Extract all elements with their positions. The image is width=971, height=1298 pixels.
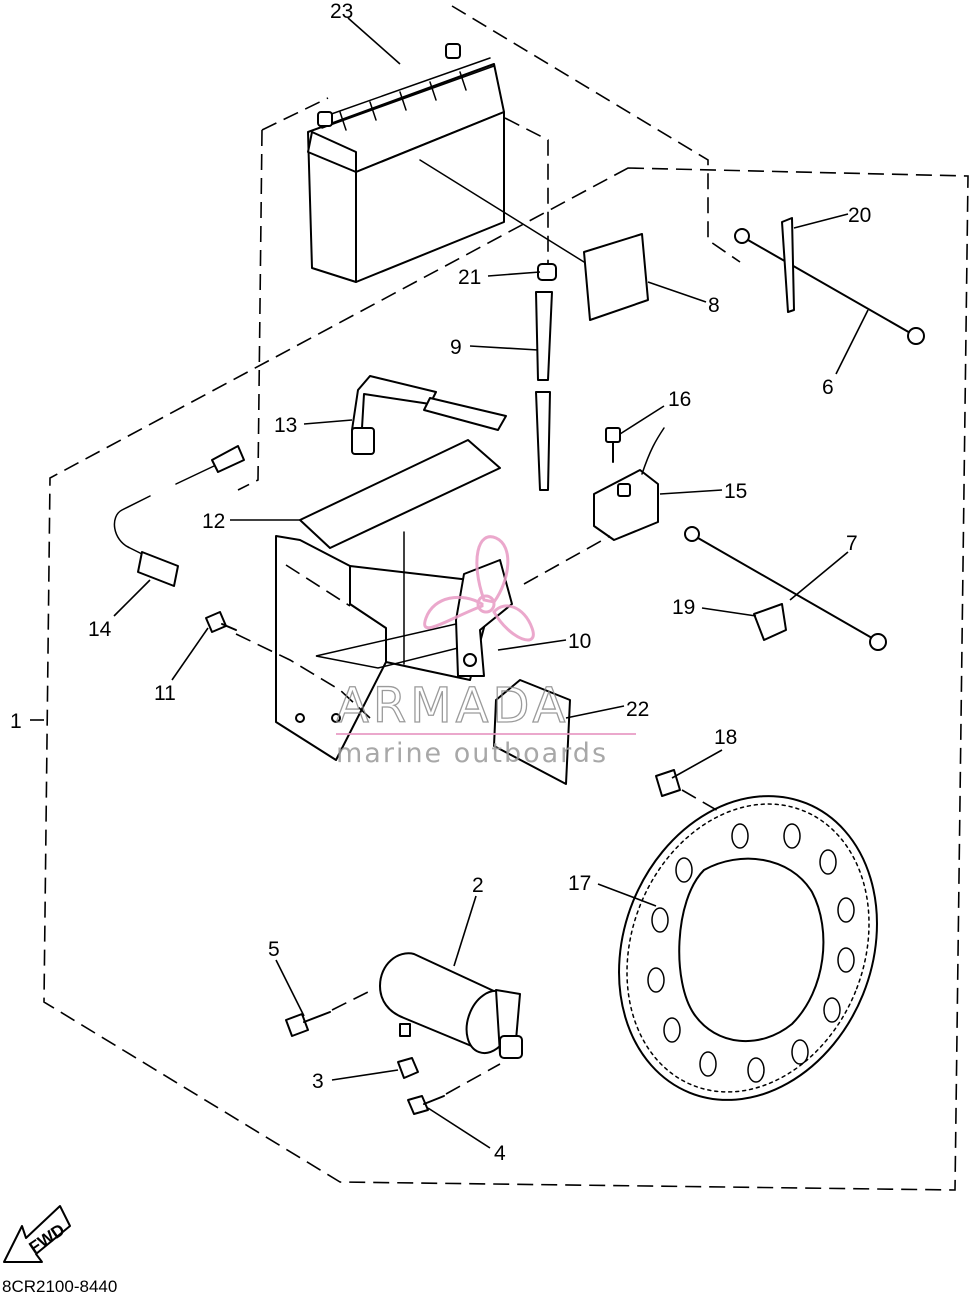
ring-gear-bolt — [655, 769, 681, 797]
watermark: ARMADA marine outboards — [335, 535, 636, 769]
diagram-code: 8CR2100-8440 — [2, 1277, 117, 1296]
watermark-brand: ARMADA — [336, 678, 569, 734]
battery-terminal-pos — [317, 111, 333, 127]
battery-box — [275, 531, 487, 761]
starter-motor — [379, 952, 523, 1059]
battery-band — [351, 375, 507, 455]
callout-5: 5 — [268, 938, 280, 961]
callout-14: 14 — [88, 618, 112, 641]
battery-terminal-neg — [445, 43, 461, 59]
callout-3: 3 — [312, 1070, 324, 1093]
callout-21: 21 — [458, 266, 481, 289]
callout-4: 4 — [494, 1142, 506, 1165]
sensor-connector — [137, 551, 179, 587]
leader-lines — [30, 17, 869, 1149]
box-bolt — [205, 611, 237, 633]
battery — [307, 43, 505, 283]
motor-bolt-short — [407, 1095, 429, 1115]
gear-holes — [647, 823, 855, 1083]
cover-plate — [493, 679, 571, 785]
motor-terminal — [399, 1023, 411, 1037]
battery-group-boundary — [237, 5, 741, 491]
assembly-links — [235, 535, 721, 1095]
callout-11: 11 — [154, 682, 176, 705]
callout-8: 8 — [708, 294, 720, 317]
callout-9: 9 — [450, 336, 462, 359]
wire-clamp — [781, 217, 795, 313]
relay-bolt — [605, 427, 621, 443]
motor-fasteners — [285, 1011, 445, 1115]
ring-gear — [618, 795, 878, 1101]
callout-23: 23 — [330, 0, 353, 23]
lead-cap — [753, 603, 787, 641]
callout-20: 20 — [848, 204, 871, 227]
callout-2: 2 — [472, 874, 484, 897]
motor-bolt-long — [285, 1013, 309, 1037]
battery-box-dashed-link — [504, 117, 549, 270]
callout-6: 6 — [822, 376, 834, 399]
callout-16: 16 — [668, 388, 691, 411]
hose-clip — [537, 263, 557, 281]
battery-sheet — [299, 439, 501, 549]
group-outlines — [43, 5, 969, 1191]
callout-10: 10 — [568, 630, 591, 653]
negative-lead — [734, 217, 925, 345]
callout-13: 13 — [274, 414, 297, 437]
callout-15: 15 — [724, 480, 747, 503]
callout-18: 18 — [714, 726, 737, 749]
battery-pad — [419, 159, 649, 321]
assembly-1-boundary — [43, 167, 969, 1191]
callout-19: 19 — [672, 596, 695, 619]
sensor-lead — [113, 445, 245, 587]
vent-hose — [535, 263, 557, 491]
propeller-logo — [423, 535, 535, 642]
motor-nut — [397, 1057, 419, 1079]
starter-relay — [593, 427, 665, 541]
motor-pinion — [499, 1035, 523, 1059]
callout-7: 7 — [846, 532, 858, 555]
band-buckle — [351, 427, 375, 455]
callout-22: 22 — [626, 698, 649, 721]
fwd-arrow: FWD — [3, 1205, 71, 1263]
relay-bracket — [455, 559, 513, 677]
callout-1: 1 — [10, 710, 22, 733]
positive-lead — [684, 526, 887, 651]
callout-17: 17 — [568, 872, 591, 895]
watermark-tagline: marine outboards — [336, 738, 608, 769]
callout-labels: 1 2 3 4 5 6 7 8 9 10 11 12 13 14 15 16 1… — [10, 0, 871, 1165]
callout-12: 12 — [202, 510, 225, 533]
